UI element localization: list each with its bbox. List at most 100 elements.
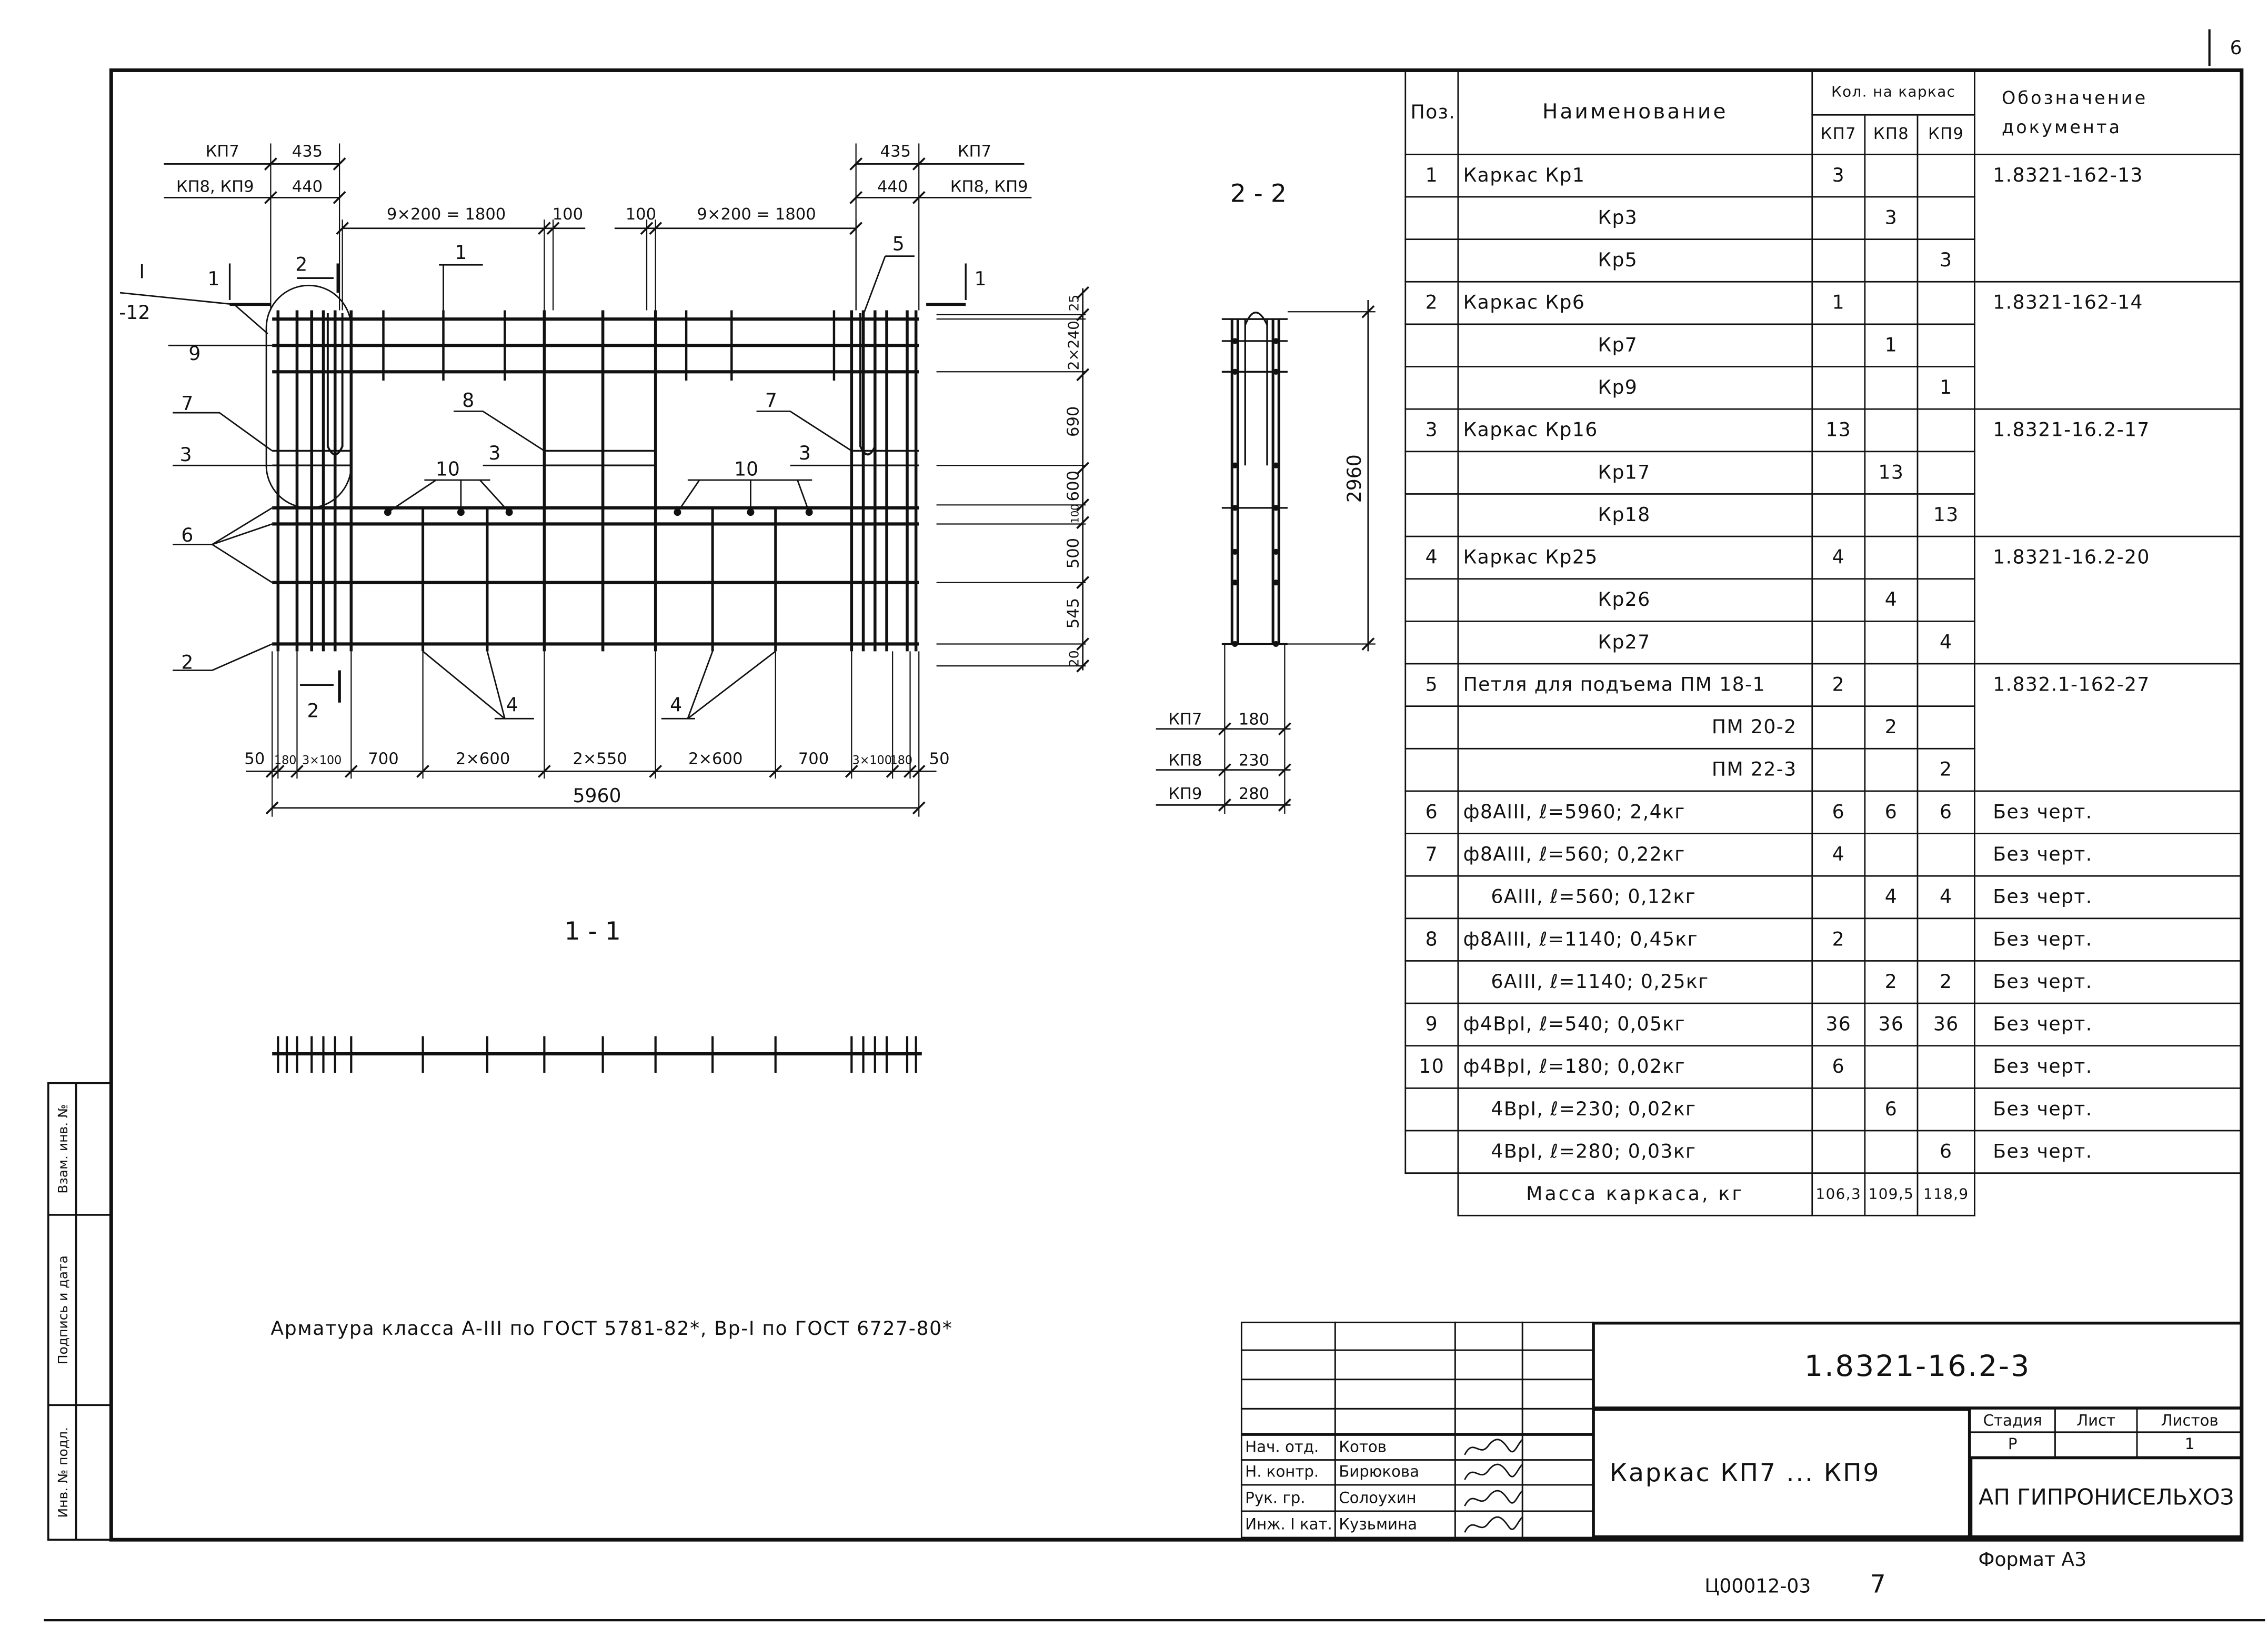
page-number: 6	[2230, 36, 2242, 59]
callout-8: 8	[462, 389, 474, 412]
row-qty-kp7: 13	[1811, 408, 1866, 453]
row-qty-kp9: 3	[1916, 238, 1975, 283]
row-qty-kp9	[1916, 408, 1975, 453]
dimension-tick	[1218, 798, 1231, 812]
callout-4-right: 4	[670, 693, 682, 716]
dimension-tick	[264, 157, 277, 171]
row-qty-kp8: 13	[1864, 451, 1919, 495]
title-block-cell	[1454, 1379, 1523, 1410]
width-value-kp9: 280	[1239, 785, 1269, 803]
row-qty-kp7: 4	[1811, 833, 1866, 877]
title-block-cell	[1454, 1321, 1523, 1351]
row-name: Кр18	[1457, 493, 1813, 537]
row-qty-kp8	[1864, 535, 1919, 580]
row-name: Каркас Кр6	[1457, 281, 1813, 325]
bar-dot	[1273, 462, 1279, 468]
leader-line	[687, 651, 714, 719]
bottom-dim: 180	[274, 753, 296, 767]
title-block-cell	[1334, 1321, 1456, 1351]
row-pos: 9	[1404, 1002, 1459, 1047]
row-qty-kp8	[1864, 1045, 1919, 1089]
leader-line	[862, 256, 886, 315]
row-qty-kp8	[1864, 366, 1919, 410]
row-doc: Без черт.	[1974, 1087, 2243, 1132]
top-dim-440-left: 440	[292, 177, 323, 196]
title-block-cell	[1454, 1408, 1523, 1436]
row-qty-kp7	[1811, 705, 1866, 750]
bottom-dim: 180	[890, 753, 912, 767]
leader-line	[422, 651, 506, 720]
title-block-cell	[1240, 1349, 1336, 1381]
row-name: 4ВрI, ℓ=230; 0,02кг	[1457, 1087, 1813, 1132]
header-name: Наименование	[1457, 70, 1813, 155]
title-block-cell	[1521, 1349, 1594, 1381]
leader-line	[212, 544, 273, 583]
bottom-dim: 700	[368, 750, 398, 768]
dimension-tick	[1076, 498, 1090, 512]
row-qty-kp7	[1811, 578, 1866, 622]
row-pos	[1404, 366, 1459, 410]
dimension-tick	[1076, 308, 1090, 322]
dimension-tick	[640, 222, 654, 235]
row-pos: 5	[1404, 663, 1459, 707]
header-kp8: КП8	[1864, 113, 1919, 155]
bottom-dim: 2×550	[573, 750, 627, 768]
row-doc	[1974, 578, 2243, 622]
dimension-tick	[336, 222, 349, 235]
row-qty-kp8	[1864, 408, 1919, 453]
section-2-2-view	[1156, 300, 1376, 814]
row-doc: 1.8321-16.2-17	[1974, 408, 2243, 452]
top-dim-435-left: 435	[292, 143, 323, 161]
row-qty-kp8	[1864, 153, 1919, 198]
mass-doc-empty	[1974, 1172, 2243, 1216]
row-name: ПМ 20-2	[1457, 705, 1813, 750]
row-qty-kp9: 2	[1916, 747, 1975, 792]
dimension-tick	[537, 764, 551, 778]
title-block-cell	[1521, 1321, 1594, 1351]
row-name: ПМ 22-3	[1457, 747, 1813, 792]
row-pos	[1404, 578, 1459, 622]
row-name: Кр17	[1457, 451, 1813, 495]
person-role: Рук. гр.	[1240, 1484, 1336, 1512]
header-pos: Поз.	[1404, 70, 1459, 155]
row-qty-kp7: 3	[1811, 153, 1866, 198]
title-block-cell	[1454, 1349, 1523, 1381]
signature	[1464, 1515, 1522, 1532]
row-qty-kp9	[1916, 663, 1975, 707]
header-kp7: КП7	[1811, 113, 1866, 155]
callout-10-right: 10	[734, 458, 758, 481]
title-block-cell	[1521, 1379, 1594, 1410]
specification-table: Поз. Наименование Кол. на каркас Обознач…	[1404, 70, 2243, 1216]
bottom-dim: 50	[244, 750, 265, 768]
sheet-value	[2054, 1431, 2138, 1458]
row-qty-kp7	[1811, 1130, 1866, 1174]
right-dim: 100	[1069, 504, 1081, 523]
stamp-original-inv: Инв. № подл.	[55, 1427, 71, 1518]
row-name: Кр5	[1457, 238, 1813, 283]
dimension-tick	[1076, 659, 1090, 673]
row-pos: 3	[1404, 408, 1459, 453]
row-qty-kp7	[1811, 238, 1866, 283]
row-pos	[1404, 1130, 1459, 1174]
row-qty-kp7	[1811, 875, 1866, 920]
title-block-cell	[1240, 1379, 1336, 1410]
row-name: Каркас Кр16	[1457, 408, 1813, 453]
row-name: ф4ВрI, ℓ=540; 0,05кг	[1457, 1002, 1813, 1047]
lifting-loop	[326, 313, 344, 456]
right-dim: 600	[1064, 471, 1082, 501]
row-qty-kp8: 3	[1864, 196, 1919, 241]
row-name: 6АIII, ℓ=560; 0,12кг	[1457, 875, 1813, 920]
row-qty-kp8: 6	[1864, 790, 1919, 834]
row-doc	[1974, 239, 2243, 283]
row-doc: Без черт.	[1974, 790, 2243, 834]
